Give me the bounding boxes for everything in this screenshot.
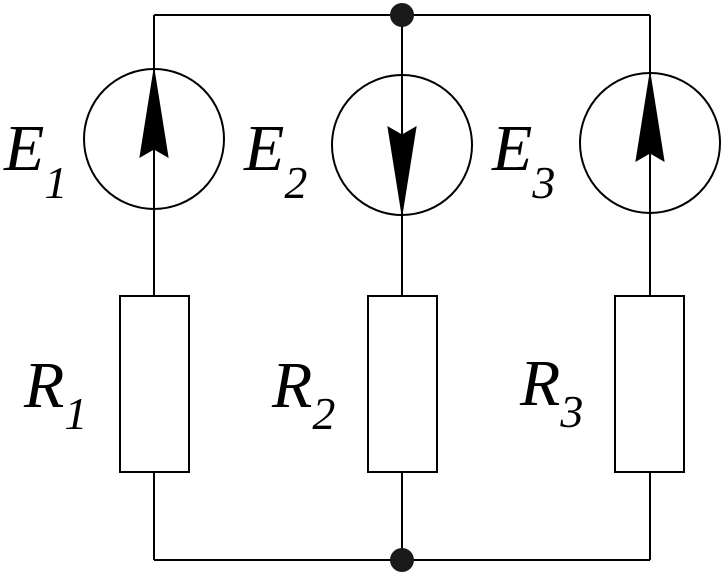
resistor-r1 xyxy=(119,295,190,473)
label-e2: E2 xyxy=(243,112,307,208)
voltage-source-e1 xyxy=(83,68,225,210)
label-r3: R3 xyxy=(519,347,583,437)
top-node xyxy=(390,3,414,27)
source-e1-arrow-up xyxy=(139,68,169,158)
source-e2-arrow-down xyxy=(387,126,417,216)
resistor-r2 xyxy=(367,295,438,473)
bottom-node xyxy=(390,548,414,572)
voltage-source-e2 xyxy=(331,74,473,216)
source-e3-arrow-up xyxy=(635,72,665,162)
label-e1: E1 xyxy=(3,112,67,208)
label-r2: R2 xyxy=(271,349,335,439)
label-r1: R1 xyxy=(23,349,87,439)
label-e3: E3 xyxy=(491,112,555,208)
resistor-r3 xyxy=(614,295,685,473)
voltage-source-e3 xyxy=(579,72,721,214)
